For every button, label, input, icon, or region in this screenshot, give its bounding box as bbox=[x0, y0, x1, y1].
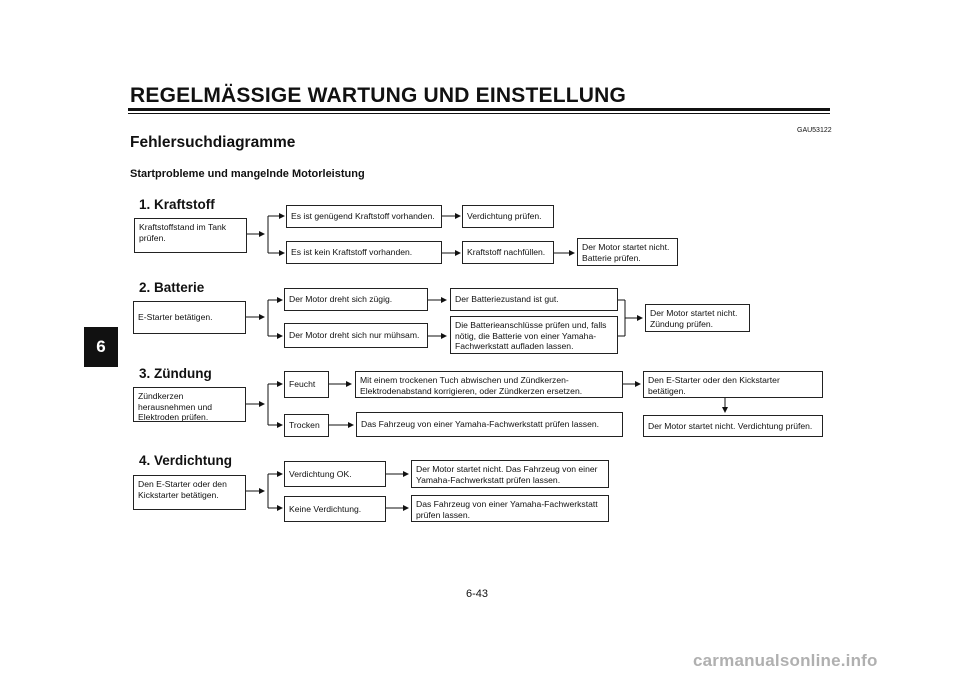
fuel-branch-enough: Es ist genügend Kraftstoff vorhanden. bbox=[286, 205, 442, 228]
ignition-start-box: Zündkerzen herausnehmen und Elektroden p… bbox=[133, 387, 246, 422]
step-title-compression: 4. Verdichtung bbox=[139, 453, 233, 468]
battery-result-ok: Der Batteriezustand ist gut. bbox=[450, 288, 618, 311]
compression-result-workshop: Der Motor startet nicht. Das Fahrzeug vo… bbox=[411, 460, 609, 488]
battery-result-check-ignition: Der Motor startet nicht. Zündung prüfen. bbox=[645, 304, 750, 332]
header-rule-thick bbox=[128, 108, 830, 111]
ignition-result-clean: Mit einem trockenen Tuch abwischen und Z… bbox=[355, 371, 623, 398]
step-title-fuel: 1. Kraftstoff bbox=[139, 197, 215, 212]
battery-start-box: E-Starter betätigen. bbox=[133, 301, 246, 334]
fuel-start-box: Kraftstoffstand im Tank prüfen. bbox=[134, 218, 247, 253]
page-header-title: REGELMÄSSIGE WARTUNG UND EINSTELLUNG bbox=[130, 84, 627, 107]
fuel-result-refill: Kraftstoff nachfüllen. bbox=[462, 241, 554, 264]
section-subtitle: Startprobleme und mangelnde Motorleistun… bbox=[130, 168, 365, 180]
step-title-ignition: 3. Zündung bbox=[139, 366, 212, 381]
compression-result-none-workshop: Das Fahrzeug von einer Yamaha-Fachwerkst… bbox=[411, 495, 609, 522]
ignition-result-start: Den E-Starter oder den Kickstarter betät… bbox=[643, 371, 823, 398]
battery-branch-slow: Der Motor dreht sich nur mühsam. bbox=[284, 323, 428, 348]
fuel-result-check-battery: Der Motor startet nicht. Batterie prüfen… bbox=[577, 238, 678, 266]
ignition-branch-wet: Feucht bbox=[284, 371, 329, 398]
watermark: carmanualsonline.info bbox=[693, 651, 878, 670]
page-number: 6-43 bbox=[466, 588, 489, 600]
fuel-branch-none: Es ist kein Kraftstoff vorhanden. bbox=[286, 241, 442, 264]
ignition-branch-dry: Trocken bbox=[284, 414, 329, 437]
compression-branch-ok: Verdichtung OK. bbox=[284, 461, 386, 487]
document-code: GAU53122 bbox=[797, 127, 832, 134]
compression-branch-none: Keine Verdichtung. bbox=[284, 496, 386, 522]
battery-result-charge: Die Batterieanschlüsse prüfen und, falls… bbox=[450, 316, 618, 354]
compression-start-box: Den E-Starter oder den Kickstarter betät… bbox=[133, 475, 246, 510]
section-title: Fehlersuchdiagramme bbox=[130, 134, 296, 151]
ignition-result-check-compression: Der Motor startet nicht. Verdichtung prü… bbox=[643, 415, 823, 437]
fuel-result-check-compression: Verdichtung prüfen. bbox=[462, 205, 554, 228]
step-title-battery: 2. Batterie bbox=[139, 280, 205, 295]
battery-branch-fast: Der Motor dreht sich zügig. bbox=[284, 288, 428, 311]
chapter-tab: 6 bbox=[84, 327, 118, 367]
header-rule-thin bbox=[128, 113, 830, 114]
ignition-result-workshop: Das Fahrzeug von einer Yamaha-Fachwerkst… bbox=[356, 412, 623, 437]
